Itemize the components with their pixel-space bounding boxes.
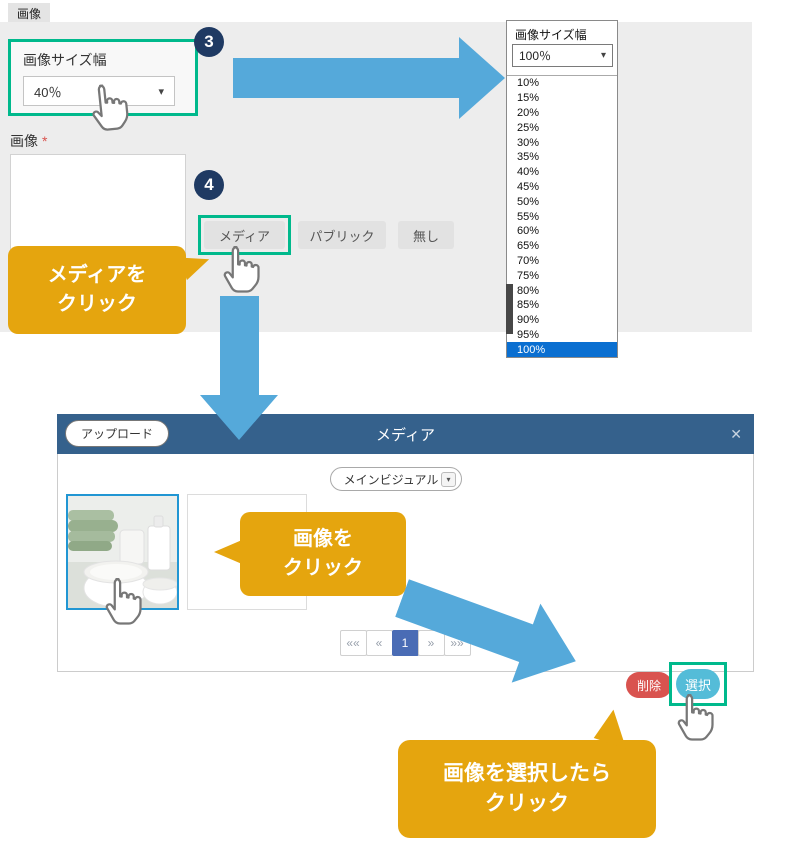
callout-image-click: 画像を クリック — [214, 512, 406, 596]
chevron-down-icon: ▾ — [600, 50, 606, 61]
media-modal: アップロード メディア ✕ メインビジュアル ▾ — [57, 414, 754, 672]
required-asterisk: * — [42, 133, 48, 149]
image-field-label: 画像* — [10, 131, 47, 151]
delete-button[interactable]: 削除 — [626, 672, 672, 698]
highlight-box-select-button — [669, 662, 727, 706]
media-modal-body: メインビジュアル ▾ — [57, 454, 754, 672]
size-dropdown-select[interactable]: 100％ ▾ — [512, 44, 613, 67]
none-button[interactable]: 無し — [398, 221, 454, 249]
size-option[interactable]: 100% — [507, 342, 617, 357]
media-modal-title: メディア — [376, 426, 435, 444]
select-button[interactable]: 選択 — [676, 669, 720, 699]
size-select[interactable]: 40％ ▾ — [23, 76, 175, 106]
size-option[interactable]: 40% — [517, 166, 540, 179]
highlight-box-media-button — [198, 215, 291, 255]
size-option[interactable]: 20% — [517, 106, 540, 119]
size-dropdown-label: 画像サイズ幅 — [515, 28, 587, 42]
callout-media-click: メディアを クリック — [8, 246, 186, 334]
size-field-label: 画像サイズ幅 — [23, 52, 107, 68]
category-select-value: メインビジュアル — [343, 472, 439, 487]
upload-button[interactable]: アップロード — [65, 420, 170, 447]
public-button[interactable]: パブリック — [298, 221, 386, 249]
chevron-down-icon: ▾ — [158, 85, 164, 98]
tab-image[interactable]: 画像 — [8, 3, 51, 24]
size-option[interactable]: 75% — [517, 269, 540, 282]
size-dropdown-value: 100％ — [519, 49, 552, 63]
highlight-box-size-field: 画像サイズ幅 40％ ▾ — [8, 39, 198, 116]
pagination-nav[interactable]: « — [365, 630, 393, 656]
size-option[interactable]: 55% — [517, 210, 540, 223]
size-option[interactable]: 60% — [517, 225, 540, 238]
arrow-right-icon — [233, 37, 505, 119]
hand-cursor-icon — [84, 80, 133, 134]
size-dropdown-panel: 画像サイズ幅 100％ ▾ 10% 15%20% 25% 30% 35% 40%45% 50… — [506, 20, 618, 358]
size-option[interactable]: 45% — [517, 180, 540, 193]
size-option[interactable]: 35% — [517, 151, 540, 164]
chevron-down-icon: ▾ — [441, 471, 456, 487]
size-option[interactable]: 25% — [517, 121, 540, 134]
size-select-value: 40％ — [34, 84, 62, 100]
image-field-label-text: 画像 — [10, 133, 38, 149]
size-option[interactable]: 85% — [517, 299, 540, 312]
step-badge-3: 3 — [194, 27, 224, 57]
size-option[interactable]: 65% — [517, 240, 540, 253]
category-select[interactable]: メインビジュアル ▾ — [330, 467, 462, 491]
size-option[interactable]: 30% — [517, 136, 540, 149]
hand-cursor-icon — [672, 692, 716, 742]
callout-select-click: 画像を選択したら クリック — [398, 740, 656, 838]
size-option[interactable]: 80% — [517, 284, 540, 297]
size-option[interactable]: 95% — [517, 328, 540, 341]
size-option[interactable]: 10% — [517, 77, 540, 90]
size-option[interactable]: 50% — [517, 195, 540, 208]
size-option[interactable]: 90% — [517, 314, 540, 327]
size-option[interactable]: 15% — [517, 92, 540, 105]
image-placeholder — [10, 154, 186, 260]
media-modal-header: アップロード メディア ✕ — [57, 414, 754, 454]
scrollbar[interactable] — [506, 284, 513, 334]
pagination-nav[interactable]: «« — [339, 630, 367, 656]
size-option-list: 10% 15%20% 25% 30% 35% 40%45% 50% 55% 60% 65%70% 7… — [507, 75, 617, 357]
close-icon[interactable]: ✕ — [730, 426, 742, 442]
hand-cursor-icon — [100, 576, 144, 626]
hand-cursor-icon — [218, 244, 262, 294]
arrow-down-icon — [200, 296, 278, 440]
arrow-diagonal-icon — [395, 579, 576, 683]
size-option[interactable]: 70% — [517, 254, 540, 267]
media-button[interactable]: メディア — [204, 221, 285, 249]
step-badge-4: 4 — [194, 170, 224, 200]
